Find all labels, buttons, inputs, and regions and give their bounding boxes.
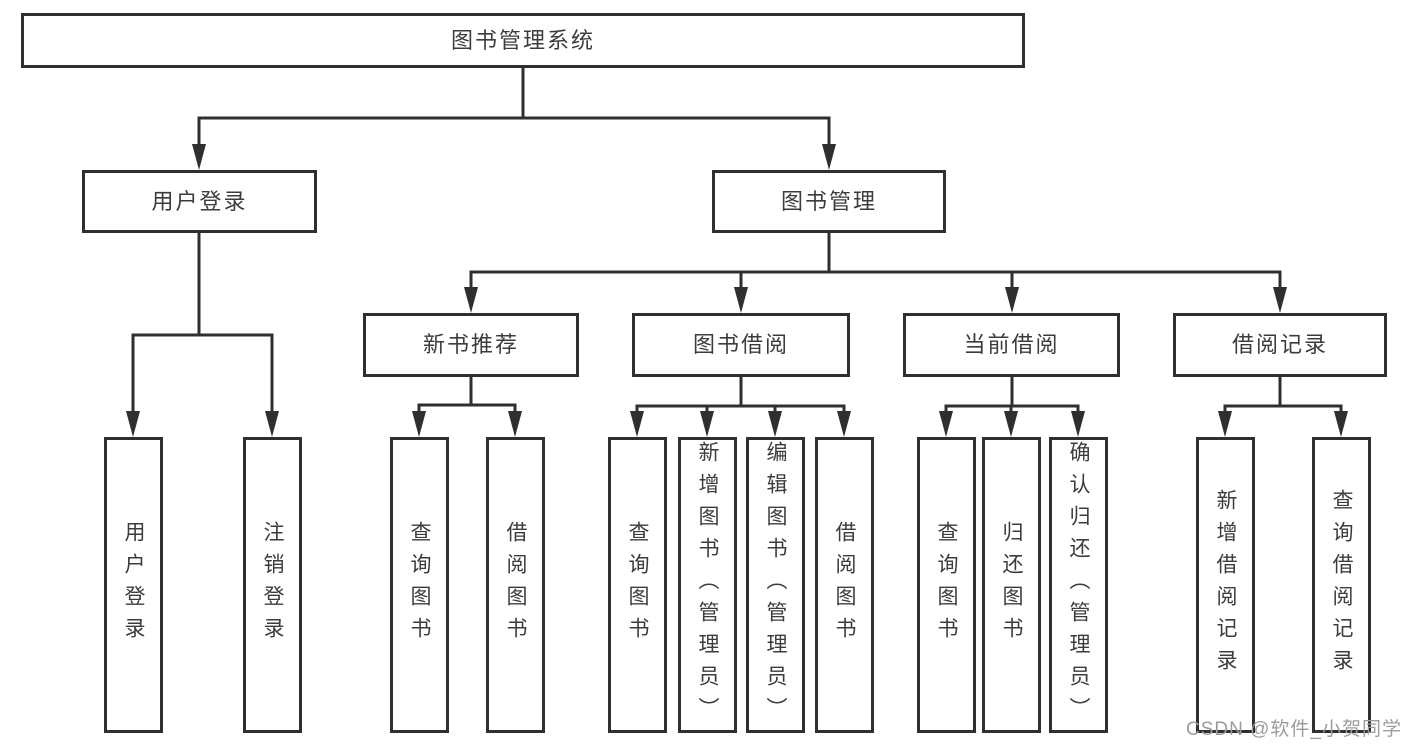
arrowhead [464,287,478,313]
node-book-borrow-label: 图书借阅 [692,332,789,357]
arrowhead [1218,411,1232,437]
leaf-borrow-books-1: 借阅图书 [486,437,545,733]
leaf-user-login-label: 用户登录 [122,521,145,649]
leaf-query-books-3: 查询图书 [917,437,976,733]
node-user-login: 用户登录 [82,170,317,233]
node-user-login-label: 用户登录 [151,188,248,214]
leaf-add-books-admin-label: 新增图书（管理员） [696,441,719,729]
leaf-query-books-3-label: 查询图书 [935,521,958,649]
arrowhead [837,411,851,437]
leaf-edit-books-admin-label: 编辑图书（管理员） [764,441,787,729]
edges-root [192,66,836,170]
arrowhead [1071,411,1085,437]
node-new-book-recommend-label: 新书推荐 [422,332,519,357]
edges-borrow-records [1218,375,1348,437]
arrowhead [265,411,279,437]
arrowhead [1005,287,1019,313]
leaf-confirm-return-admin-label: 确认归还（管理员） [1067,441,1090,729]
node-new-book-recommend: 新书推荐 [363,313,579,377]
arrowhead [412,411,426,437]
leaf-return-books-label: 归还图书 [1000,521,1023,649]
arrowhead [939,411,953,437]
leaf-query-books-2: 查询图书 [608,437,667,733]
arrowhead [1273,287,1287,313]
arrowhead [630,411,644,437]
leaf-borrow-books-1-label: 借阅图书 [504,521,527,649]
arrowhead [1334,411,1348,437]
leaf-add-books-admin: 新增图书（管理员） [678,437,737,733]
leaf-add-borrow-record: 新增借阅记录 [1196,437,1255,733]
node-borrow-records-label: 借阅记录 [1231,332,1328,357]
leaf-confirm-return-admin: 确认归还（管理员） [1049,437,1108,733]
arrowhead [192,144,206,170]
edges-book-borrow [630,375,851,437]
leaf-query-borrow-record: 查询借阅记录 [1312,437,1371,733]
node-book-management: 图书管理 [712,170,946,233]
leaf-logout-label: 注销登录 [261,521,284,649]
leaf-query-books-1-label: 查询图书 [408,521,431,649]
watermark-text: CSDN @软件_小贺同学 [1186,719,1402,740]
arrowhead [126,411,140,437]
arrowhead [822,144,836,170]
node-library-system: 图书管理系统 [21,13,1025,68]
edges-current-borrow [939,375,1085,437]
leaf-logout: 注销登录 [243,437,302,733]
arrowhead [768,411,782,437]
leaf-borrow-books-2-label: 借阅图书 [833,521,856,649]
node-current-borrow: 当前借阅 [903,313,1120,377]
node-book-management-label: 图书管理 [780,188,877,214]
edges-book-management [464,231,1287,313]
edges-new-books [412,375,522,437]
leaf-edit-books-admin: 编辑图书（管理员） [746,437,805,733]
leaf-query-books-2-label: 查询图书 [626,521,649,649]
arrowhead [508,411,522,437]
leaf-borrow-books-2: 借阅图书 [815,437,874,733]
arrowhead [734,287,748,313]
node-borrow-records: 借阅记录 [1173,313,1387,377]
leaf-query-books-1: 查询图书 [390,437,449,733]
node-library-system-label: 图书管理系统 [450,27,595,53]
leaf-user-login: 用户登录 [104,437,163,733]
arrowhead [1004,411,1018,437]
node-current-borrow-label: 当前借阅 [963,332,1060,357]
arrowhead [700,411,714,437]
leaf-return-books: 归还图书 [982,437,1041,733]
leaf-query-borrow-record-label: 查询借阅记录 [1330,489,1353,681]
edges-user-login [126,231,279,437]
leaf-add-borrow-record-label: 新增借阅记录 [1214,489,1237,681]
node-book-borrow: 图书借阅 [632,313,850,377]
